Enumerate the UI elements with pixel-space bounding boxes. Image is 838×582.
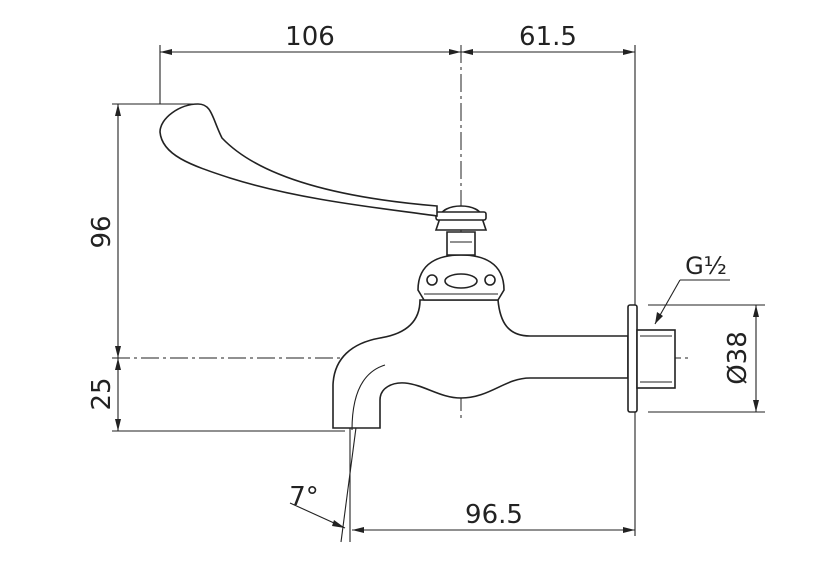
dim-spout-reach: 96.5 bbox=[465, 500, 523, 530]
dimension-lines bbox=[115, 49, 759, 543]
dim-flange-diameter: Ø38 bbox=[723, 331, 753, 385]
faucet-body bbox=[332, 205, 676, 431]
dim-spout-drop: 25 bbox=[87, 377, 117, 410]
lever-handle bbox=[159, 103, 438, 217]
dimension-labels: 106 61.5 96 25 7° 96.5 G½ Ø38 bbox=[87, 22, 753, 530]
dim-angle: 7° bbox=[289, 482, 319, 512]
dim-outlet-to-wall: 61.5 bbox=[519, 22, 577, 52]
extension-lines bbox=[112, 45, 765, 536]
dim-handle-length: 106 bbox=[285, 22, 335, 52]
dim-handle-height: 96 bbox=[87, 215, 117, 248]
dim-thread: G½ bbox=[685, 252, 727, 280]
